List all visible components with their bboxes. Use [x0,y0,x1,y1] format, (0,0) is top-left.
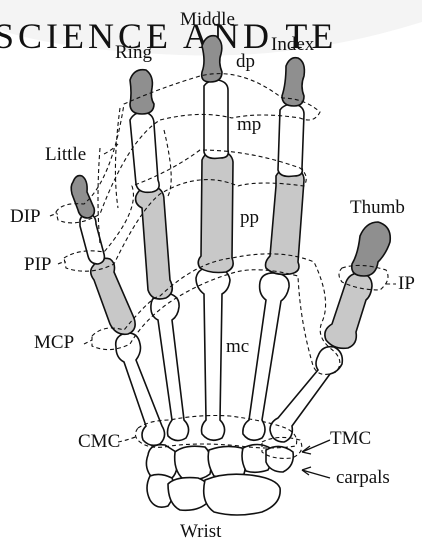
label-carpals: carpals [336,467,390,488]
carpals-arrow [302,470,330,478]
label-middle: Middle [180,9,235,30]
label-tmc: TMC [330,428,371,449]
label-thumb: Thumb [350,197,405,218]
label-mp: mp [237,114,261,135]
label-dip: DIP [10,206,41,227]
label-wrist: Wrist [180,521,222,542]
label-ring: Ring [115,42,152,63]
arrows [302,440,330,478]
guide-mid [164,130,171,196]
label-pip: PIP [24,254,51,275]
label-ip: IP [398,273,415,294]
label-mcp: MCP [34,332,74,353]
label-index: Index [271,34,315,55]
carpal-bones [146,445,293,516]
label-little: Little [45,144,86,165]
label-cmc: CMC [78,431,120,452]
label-pp: pp [240,207,259,228]
middle-phalanges [80,80,304,264]
tmc-arrow [302,440,330,452]
proximal-phalanges [91,150,372,348]
label-dp: dp [236,51,255,72]
guide-left-2 [115,108,120,208]
label-mc: mc [226,336,249,357]
